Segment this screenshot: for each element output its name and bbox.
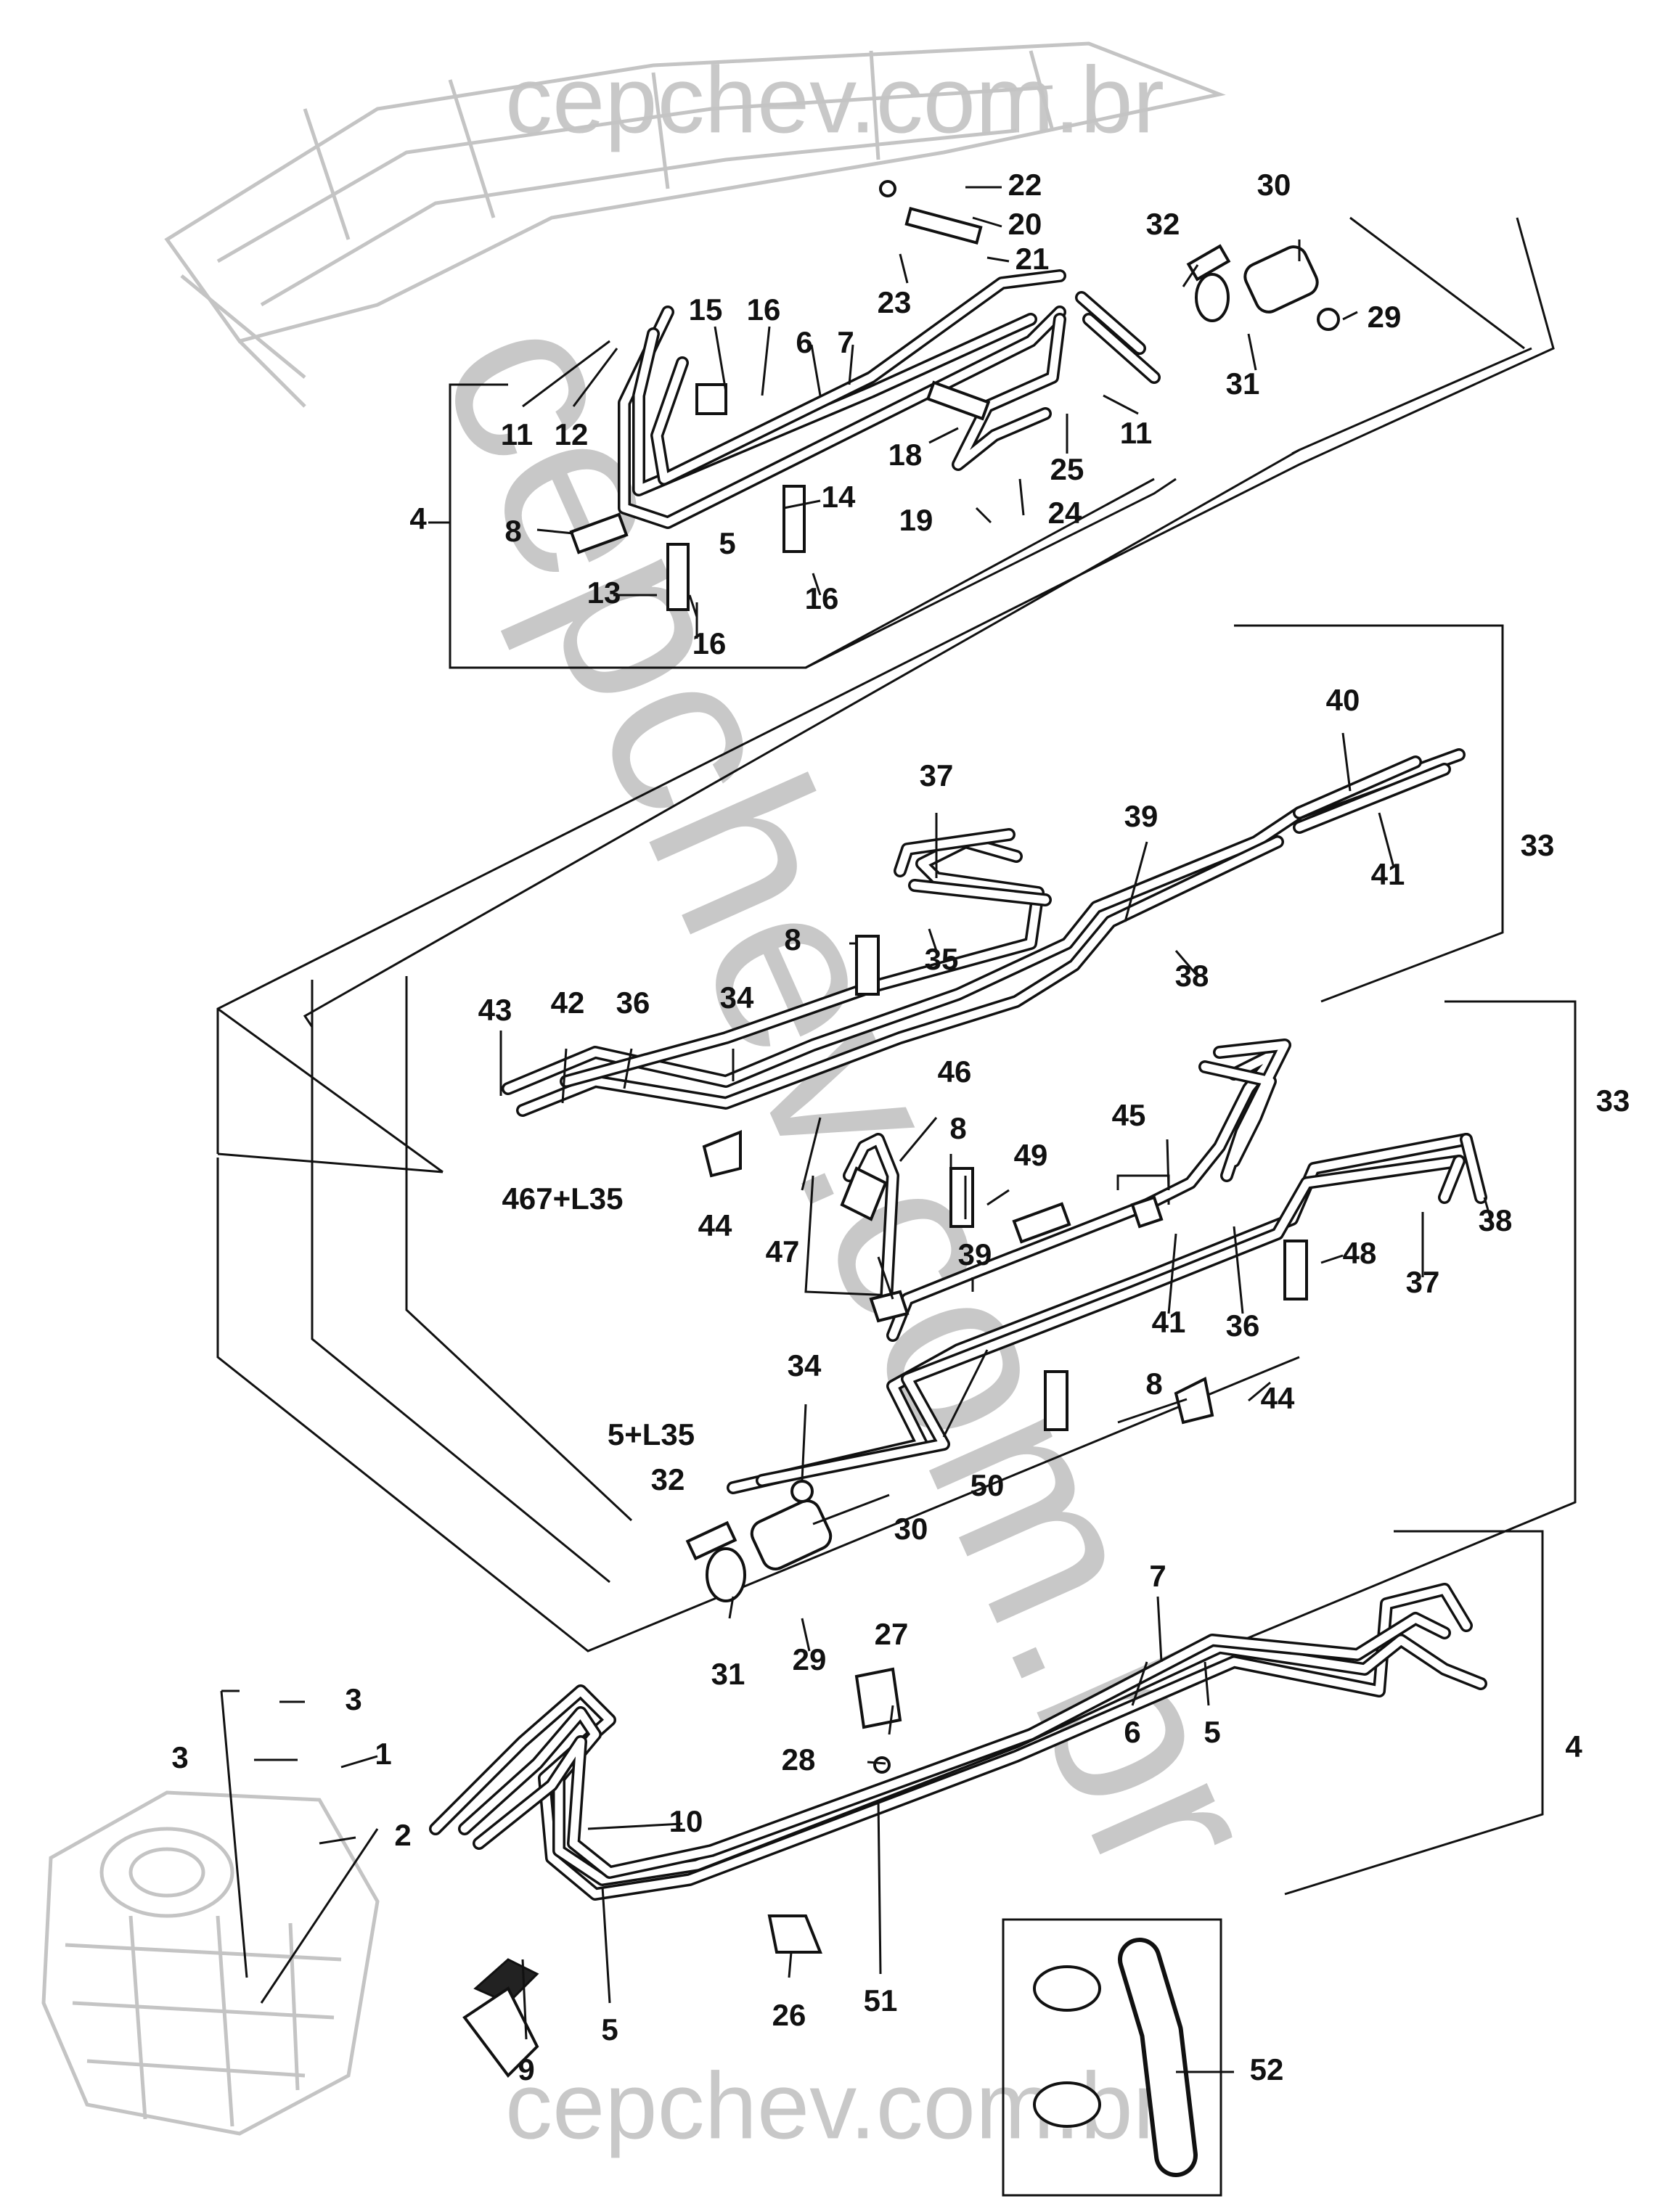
callout-8-top: 8	[504, 514, 521, 548]
callout-35: 35	[925, 942, 959, 976]
callout-6-bottom: 6	[1124, 1715, 1140, 1749]
callout-36-mid: 36	[616, 986, 650, 1020]
callout-31-lower: 31	[711, 1657, 745, 1691]
callout-5-lowest: 5	[601, 2012, 618, 2047]
callout-41-mid: 41	[1371, 857, 1405, 891]
callout-30-lower: 30	[894, 1512, 928, 1546]
callout-24: 24	[1048, 496, 1082, 530]
callout-4-bottom: 4	[1565, 1729, 1582, 1764]
callout-10: 10	[669, 1804, 703, 1838]
callout-22: 22	[1008, 168, 1042, 202]
callout-50: 50	[970, 1468, 1005, 1502]
callout-29-top: 29	[1368, 300, 1402, 334]
callout-7-bottom: 7	[1149, 1559, 1166, 1593]
callout-26: 26	[772, 1998, 806, 2032]
callout-12: 12	[555, 417, 589, 451]
callout-51: 51	[864, 1983, 898, 2018]
callout-9: 9	[518, 2052, 534, 2086]
callout-3-upper: 3	[345, 1682, 361, 1716]
callout-39-mid: 39	[1124, 799, 1158, 833]
detail-box-52	[1002, 1918, 1222, 2197]
callout-36-center: 36	[1226, 1308, 1260, 1343]
component-clips	[462, 180, 1340, 2078]
callout-43: 43	[478, 993, 512, 1027]
callout-16-low: 16	[692, 626, 727, 660]
callout-8-center: 8	[949, 1111, 966, 1145]
callout-labels: 22 20 21 23 32 30 29 31 15 16 6 7 11 12 …	[171, 168, 1630, 2086]
callout-15: 15	[689, 292, 723, 327]
callout-38-mid: 38	[1175, 959, 1209, 993]
fuel-lines-bottom-assembly	[429, 1583, 1487, 1901]
fuel-lines-middle-lower	[727, 1039, 1487, 1494]
callout-33-lower: 33	[1596, 1084, 1630, 1118]
callout-32-top: 32	[1146, 207, 1180, 241]
callout-3-lower: 3	[171, 1740, 188, 1774]
callout-33-upper: 33	[1521, 828, 1555, 862]
callout-42: 42	[551, 986, 585, 1020]
callout-29-lower: 29	[793, 1642, 827, 1676]
callout-8-lower: 8	[1145, 1367, 1162, 1401]
callout-34-mid: 34	[720, 980, 754, 1015]
callout-30-top: 30	[1257, 168, 1291, 202]
callout-49: 49	[1014, 1138, 1048, 1172]
callout-27: 27	[875, 1617, 909, 1651]
callout-37-right: 37	[1406, 1265, 1440, 1299]
callout-28: 28	[782, 1742, 816, 1777]
callout-44-right: 44	[1261, 1381, 1295, 1415]
callout-44-mid: 44	[698, 1208, 732, 1242]
callout-5-top: 5	[719, 526, 735, 560]
callout-45: 45	[1112, 1098, 1146, 1132]
component-fuel-filter-top	[1186, 244, 1319, 322]
callout-21: 21	[1016, 242, 1050, 276]
fuel-lines-middle-upper	[502, 748, 1466, 1117]
callout-25: 25	[1050, 452, 1084, 486]
callout-5-L35: 5+L35	[608, 1417, 695, 1451]
callout-4-top: 4	[409, 501, 427, 536]
callout-46: 46	[938, 1054, 972, 1089]
callout-1: 1	[375, 1737, 391, 1771]
callout-18: 18	[888, 438, 923, 472]
callout-31-top: 31	[1226, 366, 1260, 401]
callout-38-right: 38	[1479, 1203, 1513, 1237]
callout-47: 47	[766, 1234, 800, 1269]
callout-32-lower: 32	[651, 1462, 685, 1496]
callout-bracket-lines	[216, 216, 1577, 2004]
callout-7-top: 7	[837, 325, 854, 359]
chassis-frame-ghost	[164, 41, 1226, 408]
callout-13: 13	[587, 575, 621, 610]
callout-11-right: 11	[1120, 416, 1152, 450]
callout-41-center: 41	[1152, 1305, 1186, 1339]
callout-52: 52	[1250, 2052, 1284, 2086]
callout-11-left: 11	[501, 417, 533, 451]
callout-34-center: 34	[788, 1348, 822, 1382]
callout-19: 19	[899, 503, 933, 537]
callout-20: 20	[1008, 207, 1042, 241]
callout-467-L35: 467+L35	[502, 1181, 624, 1216]
component-fuel-filter-bottom	[685, 1499, 833, 1602]
callout-40: 40	[1326, 683, 1360, 717]
callout-14: 14	[822, 480, 856, 514]
callout-2: 2	[394, 1818, 411, 1852]
fuel-lines-top-assembly	[618, 269, 1161, 529]
leader-lines	[254, 186, 1493, 2073]
callout-39-center: 39	[958, 1237, 992, 1271]
callout-23: 23	[878, 285, 912, 319]
engine-ghost	[41, 1790, 380, 2136]
callout-5-bottom: 5	[1204, 1715, 1220, 1749]
callout-8-mid: 8	[784, 922, 801, 957]
callout-16-mid: 16	[805, 581, 839, 615]
callout-48: 48	[1343, 1236, 1377, 1270]
callout-6-top: 6	[796, 325, 812, 359]
callout-16-top: 16	[747, 292, 781, 327]
callout-37-mid: 37	[920, 758, 954, 792]
